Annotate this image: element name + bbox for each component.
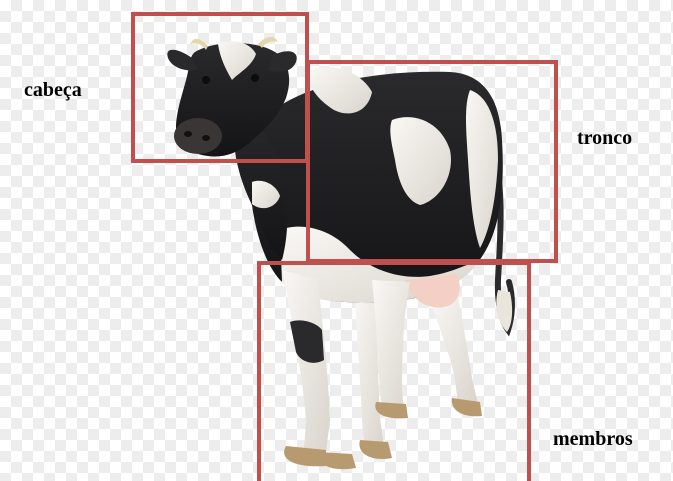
- limbs-region-box: [257, 261, 531, 481]
- trunk-label: tronco: [577, 128, 632, 148]
- trunk-region-box: [306, 60, 558, 263]
- head-label: cabeça: [24, 80, 82, 100]
- limbs-label: membros: [553, 429, 633, 449]
- head-region-box: [131, 12, 309, 163]
